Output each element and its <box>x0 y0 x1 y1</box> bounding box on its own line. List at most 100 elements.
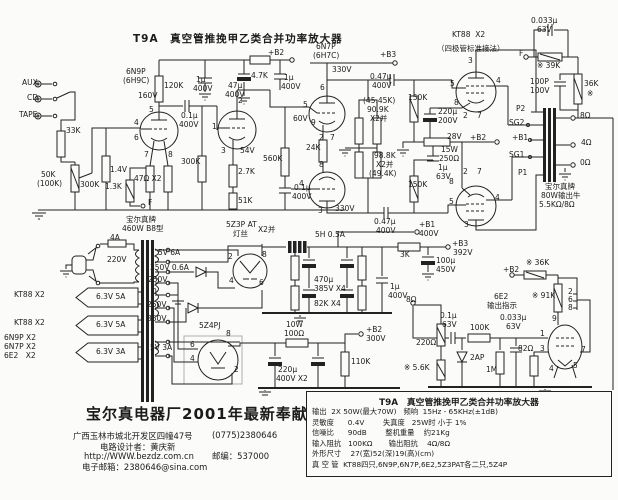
schematic-label: 250Ω <box>439 154 460 163</box>
schematic-label: 24K <box>306 143 321 152</box>
schematic-label: 220V <box>107 255 127 264</box>
schematic-label: 6.3V 5A <box>96 320 126 329</box>
schematic-label: 6E2 X2 <box>4 351 36 360</box>
tube-kt88-lower <box>455 157 543 231</box>
schematic-label: （四极管标准接法） <box>437 44 505 53</box>
spec-line: 信噪比 90dB 整机重量 约21Kg <box>312 428 450 437</box>
schematic-label: +B2 <box>503 265 520 274</box>
schematic-label: 82K X4 <box>314 299 341 308</box>
schematic-label: +B1 <box>419 220 436 229</box>
schematic-label: 2 <box>568 287 573 296</box>
schematic-label: 5 <box>450 79 455 88</box>
schematic-label: 0.033μ <box>500 313 527 322</box>
schematic-label: 2.7K <box>238 167 255 176</box>
schematic-label: 460W B8型 <box>122 224 164 233</box>
schematic-label: SG2 <box>509 118 525 127</box>
schematic-label: 5 <box>303 100 308 109</box>
schematic-label: 0.1μ <box>294 183 311 192</box>
schematic-label: 3 <box>221 146 226 155</box>
schematic-label: 1.3K <box>105 182 122 191</box>
rectifier-5z3p <box>168 244 268 323</box>
schematic-label: 6.3V 3A <box>96 347 126 356</box>
schematic-label: 51K <box>238 196 253 205</box>
spec-line: 外形尺寸 27(宽)52(深)19(高)(cm) <box>312 449 435 458</box>
schematic-label: 2 <box>228 252 233 261</box>
output-transformer <box>526 108 614 390</box>
schematic-label: 输出指示 <box>487 301 517 310</box>
schematic-label: P1 <box>518 168 528 177</box>
filter-caps <box>262 247 392 322</box>
schematic-label: 3 <box>318 206 323 215</box>
schematic-label: 0.1μ <box>181 111 198 120</box>
schematic-label: 6N9P X2 <box>4 333 36 342</box>
schematic-label: 0.1μ <box>440 311 457 320</box>
schematic-label: 220μ <box>438 107 458 116</box>
schematic-label: 8 <box>319 160 324 169</box>
schematic-label: 470μ <box>314 275 334 284</box>
schematic-label: 6 <box>568 295 573 304</box>
schematic-label: 4Ω <box>581 138 592 147</box>
schematic-label: 82Ω <box>518 344 534 353</box>
schematic-label: 54V <box>240 146 255 155</box>
schematic-label: X2并 <box>258 225 276 234</box>
schematic-label: 6.3V 5A <box>96 292 126 301</box>
schematic-label: 250V <box>147 300 167 309</box>
schematic-label: 15W <box>441 145 458 154</box>
schematic-label: 5Z3P AT <box>226 220 257 229</box>
schematic-label: KT88 X2 <box>14 318 45 327</box>
schematic-label: 4.7K <box>251 71 268 80</box>
schematic-label: 0.033μ <box>531 16 558 25</box>
phase-splitter-network <box>327 74 456 213</box>
schematic-label: 2 <box>234 365 239 374</box>
schematic-label: 1μ <box>196 75 206 84</box>
schematic-label: 4 <box>134 118 139 127</box>
schematic-label: 400V <box>281 82 301 91</box>
schematic-label: 6N9P <box>126 67 146 76</box>
schematic-label: 2 <box>238 96 243 105</box>
schematic-label: 110K <box>351 357 371 366</box>
footer-website: http://WWW.bezdz.com.cn <box>84 451 194 461</box>
schematic-label: ※ 39K <box>537 61 561 70</box>
schematic-label: 8Ω <box>580 111 591 120</box>
schematic-label: 150K <box>408 180 428 189</box>
schematic-label: 8 <box>168 150 173 159</box>
schematic-label: 220μ <box>278 365 298 374</box>
schematic-label: (6H9C) <box>123 76 150 85</box>
schematic-label: +B2 <box>268 48 285 57</box>
schematic-label: (49.4K) <box>369 169 397 178</box>
schematic-label: 5V 3A <box>150 343 173 352</box>
ground-bus-preamp <box>32 209 345 220</box>
schematic-label: 450V <box>436 265 456 274</box>
schematic-label: 6 <box>190 340 195 349</box>
schematic-label: 300K <box>80 180 100 189</box>
schematic-label: 1 <box>212 122 217 131</box>
schematic-label: F <box>519 49 524 58</box>
schematic-label: 160V <box>138 91 158 100</box>
footer-designer: 电路设计者：黄庆新 <box>100 442 176 452</box>
schematic-label: 200V <box>438 116 458 125</box>
schematic-label: 灯丝 <box>233 229 248 238</box>
b2-filter <box>240 331 400 396</box>
schematic-label: 6 <box>259 278 264 287</box>
schematic-label: 330V <box>335 204 355 213</box>
schematic-label: 330V <box>332 65 352 74</box>
schematic-label: ※ 36K <box>526 258 550 267</box>
schematic-label: 0.47μ <box>374 217 396 226</box>
schematic-label: 1μ <box>390 282 400 291</box>
choke-and-b-rail <box>261 229 451 281</box>
schematic-label: 50K <box>41 170 56 179</box>
feedback-network <box>523 24 583 118</box>
schematic-label: 2 <box>319 133 324 142</box>
schematic-label: 28V <box>447 132 462 141</box>
schematic-label: SG1 <box>509 150 525 159</box>
schematic-label: 3K <box>400 250 410 259</box>
schematic-label: 6N7P X2 <box>4 342 36 351</box>
schematic-label: 1μ <box>438 163 448 172</box>
schematic-label: 3 <box>468 56 473 65</box>
schematic-label: +B3 <box>380 50 397 59</box>
input-jacks <box>34 80 76 131</box>
v1-plate-circuit <box>154 55 295 210</box>
schematic-label: 47μ <box>228 81 243 90</box>
